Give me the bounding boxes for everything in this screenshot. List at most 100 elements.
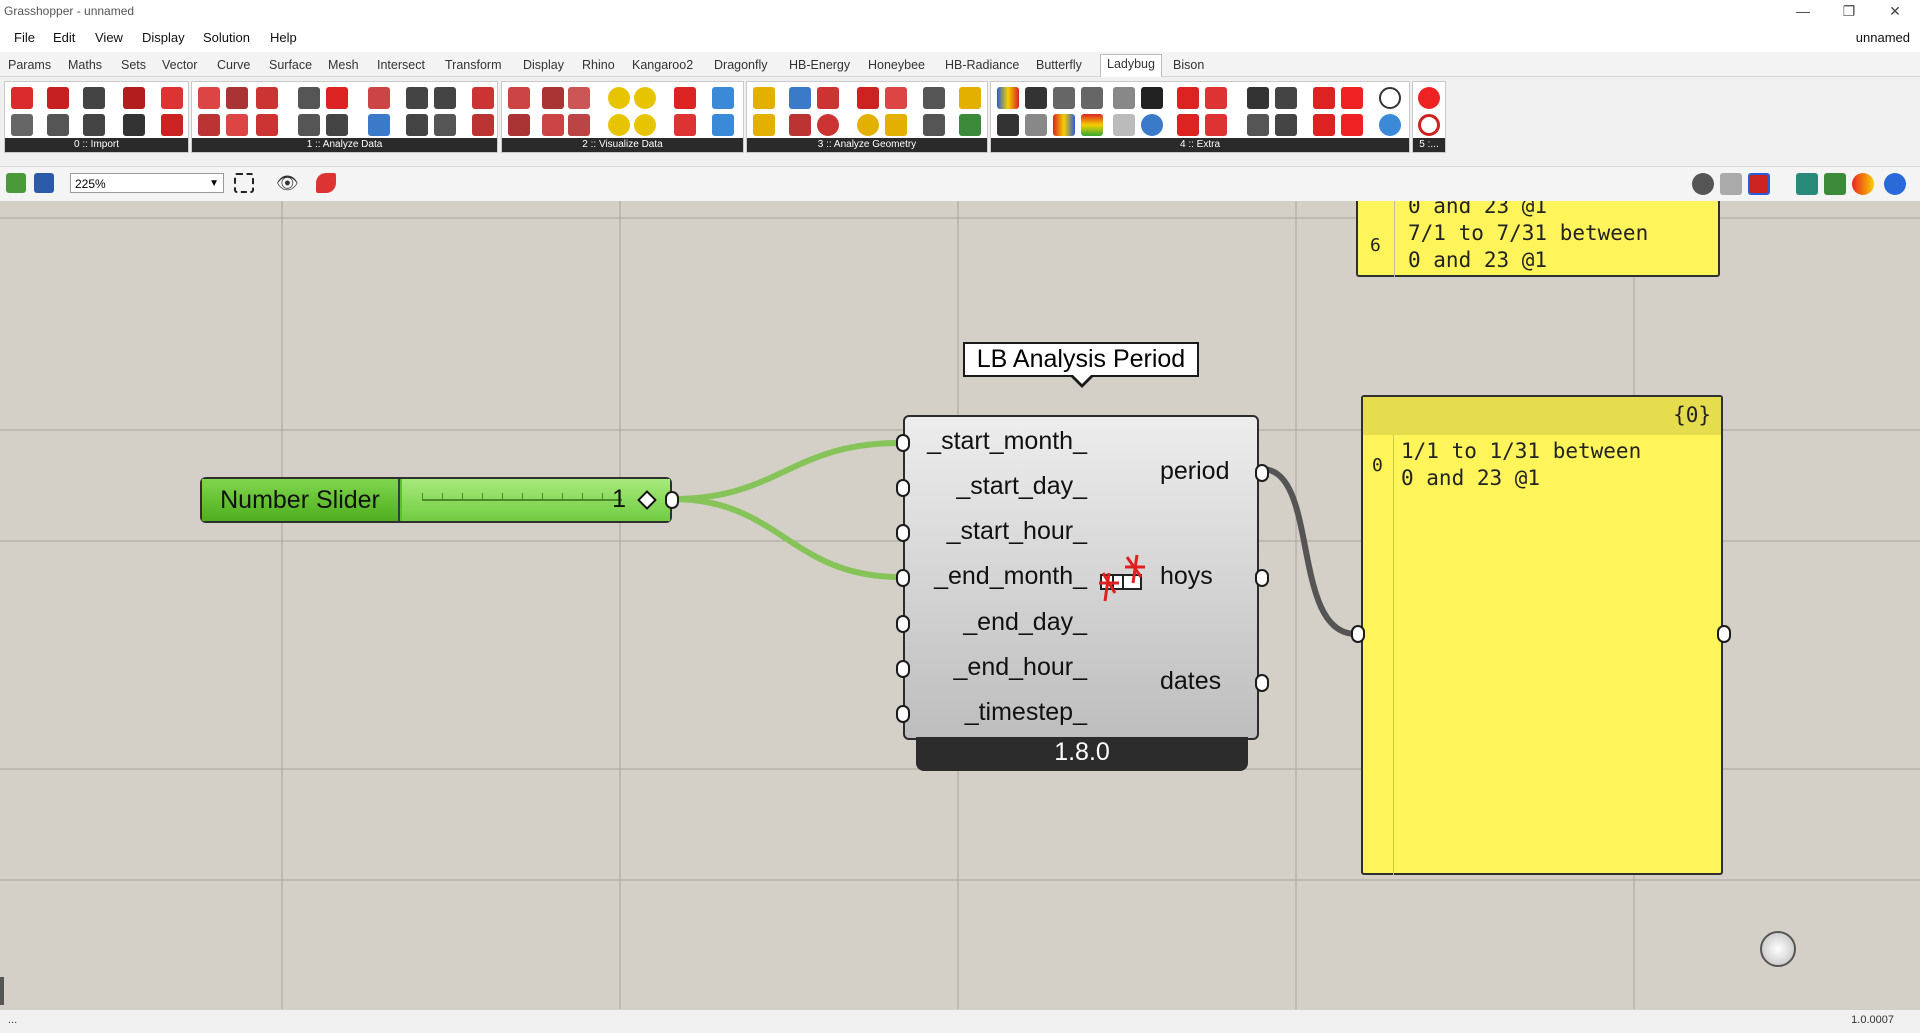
slider-output-port[interactable] — [665, 491, 679, 509]
tab-intersect[interactable]: Intersect — [377, 58, 425, 72]
menu-file[interactable]: File — [14, 30, 35, 45]
tab-honeybee[interactable]: Honeybee — [868, 58, 925, 72]
sun-icon[interactable] — [608, 114, 630, 136]
dots-icon[interactable] — [1025, 87, 1047, 109]
port-hoys[interactable] — [1255, 569, 1269, 587]
sf-icon[interactable] — [1177, 114, 1199, 136]
ab-icon[interactable] — [226, 114, 248, 136]
dmh-icon[interactable] — [326, 114, 348, 136]
save-icon[interactable] — [34, 173, 54, 193]
tab-rhino[interactable]: Rhino — [582, 58, 615, 72]
eye-icon[interactable] — [817, 114, 839, 136]
folder-open-icon[interactable] — [1341, 87, 1363, 109]
port-end-day[interactable] — [896, 615, 910, 633]
zoom-extents-icon[interactable] — [234, 173, 254, 193]
input-start-hour[interactable]: _start_hour_ — [946, 517, 1087, 545]
tab-dragonfly[interactable]: Dragonfly — [714, 58, 768, 72]
sun-ray-icon[interactable] — [753, 87, 775, 109]
zoom-dropdown[interactable]: 225%▼ — [70, 173, 224, 193]
tab-vector[interactable]: Vector — [162, 58, 198, 72]
search-icon[interactable] — [11, 114, 33, 136]
person-icon[interactable] — [857, 87, 879, 109]
port-start-month[interactable] — [896, 434, 910, 452]
slope-icon[interactable] — [568, 114, 590, 136]
tab-hb-energy[interactable]: HB-Energy — [789, 58, 851, 72]
pencil-icon[interactable] — [885, 87, 907, 109]
tab-mesh[interactable]: Mesh — [328, 58, 359, 72]
box-icon[interactable] — [885, 114, 907, 136]
bar-icon[interactable] — [508, 114, 530, 136]
hatch-icon[interactable] — [542, 87, 564, 109]
line-icon[interactable] — [472, 87, 494, 109]
open-file-icon[interactable] — [6, 173, 26, 193]
tab-bison[interactable]: Bison — [1173, 58, 1205, 72]
view-icon[interactable] — [789, 87, 811, 109]
home-icon[interactable] — [1313, 114, 1335, 136]
layers-icon[interactable] — [1247, 114, 1269, 136]
import-epw-icon[interactable] — [11, 87, 33, 109]
port-period[interactable] — [1255, 464, 1269, 482]
port-dates[interactable] — [1255, 674, 1269, 692]
legend-par-icon[interactable] — [1053, 87, 1075, 109]
tab-display[interactable]: Display — [523, 58, 564, 72]
ny-icon[interactable] — [83, 87, 105, 109]
eye-icon[interactable]: 👁 — [276, 173, 299, 193]
navigation-compass-icon[interactable] — [1760, 931, 1796, 967]
input-end-day[interactable]: _end_day_ — [963, 608, 1087, 636]
panel-output-port[interactable] — [1717, 625, 1731, 643]
tab-curve[interactable]: Curve — [217, 58, 251, 72]
psych-icon[interactable] — [674, 87, 696, 109]
sun-b-icon[interactable] — [634, 114, 656, 136]
run-icon[interactable] — [1247, 87, 1269, 109]
ramp-icon[interactable] — [568, 87, 590, 109]
selected-preview-icon[interactable] — [1748, 173, 1770, 195]
colors-icon[interactable] — [997, 87, 1019, 109]
lb-analysis-period-component[interactable]: _start_month_ _start_day_ _start_hour_ _… — [903, 415, 1259, 740]
menu-solution[interactable]: Solution — [203, 30, 250, 45]
cf-icon[interactable] — [1205, 114, 1227, 136]
port-end-hour[interactable] — [896, 660, 910, 678]
menu-help[interactable]: Help — [270, 30, 297, 45]
f-icon[interactable] — [1205, 87, 1227, 109]
sky-icon[interactable] — [161, 114, 183, 136]
sort-b-icon[interactable] — [226, 87, 248, 109]
shade-b-icon[interactable] — [923, 114, 945, 136]
port-end-month[interactable] — [896, 569, 910, 587]
tab-hb-radiance[interactable]: HB-Radiance — [945, 58, 1020, 72]
capture-icon[interactable] — [1141, 87, 1163, 109]
thermometer-icon[interactable] — [368, 87, 390, 109]
epw-icon[interactable] — [47, 87, 69, 109]
star-icon[interactable] — [789, 114, 811, 136]
stat-icon[interactable] — [123, 114, 145, 136]
panel-input-port[interactable] — [1351, 625, 1365, 643]
panel-main[interactable]: {0} 0 1/1 to 1/31 between 0 and 23 @1 — [1361, 395, 1723, 875]
ny-arrow-icon[interactable] — [47, 114, 69, 136]
filter-icon[interactable] — [198, 114, 220, 136]
bars-icon[interactable] — [1081, 114, 1103, 136]
battery-icon[interactable] — [997, 114, 1019, 136]
sketch-icon[interactable] — [316, 173, 336, 193]
arrows-icon[interactable] — [256, 87, 278, 109]
input-start-day[interactable]: _start_day_ — [956, 472, 1087, 500]
ny-cross-icon[interactable] — [83, 114, 105, 136]
converge-icon[interactable] — [817, 87, 839, 109]
material-icon[interactable] — [1852, 173, 1874, 195]
tab-transform[interactable]: Transform — [445, 58, 502, 72]
dot-icon[interactable] — [1141, 114, 1163, 136]
tab-sets[interactable]: Sets — [121, 58, 147, 72]
port-start-hour[interactable] — [896, 524, 910, 542]
record-icon[interactable] — [1418, 87, 1440, 109]
sort-icon[interactable] — [198, 87, 220, 109]
folder-red-icon[interactable] — [1313, 87, 1335, 109]
text-icon[interactable] — [1081, 87, 1103, 109]
sunpath-icon[interactable] — [608, 87, 630, 109]
sunpath-b-icon[interactable] — [634, 87, 656, 109]
output-period[interactable]: period — [1160, 457, 1230, 485]
graph-b-icon[interactable] — [434, 87, 456, 109]
input-timestep[interactable]: _timestep_ — [964, 698, 1087, 726]
output-dates[interactable]: dates — [1160, 667, 1222, 695]
2d-icon[interactable] — [1113, 114, 1135, 136]
toggle-icon[interactable] — [1418, 114, 1440, 136]
port-timestep[interactable] — [896, 705, 910, 723]
panel-top[interactable]: 0 and 23 @1 6 7/1 to 7/31 between 0 and … — [1356, 201, 1720, 277]
